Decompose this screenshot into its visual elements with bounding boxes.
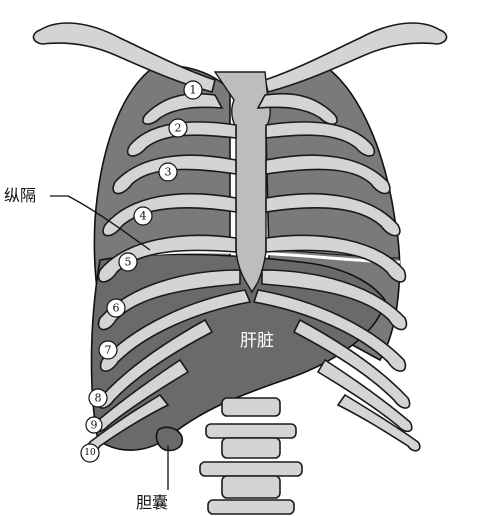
svg-text:4: 4: [140, 210, 147, 223]
gallbladder-shape: [156, 427, 182, 450]
label-gallbladder: 胆囊: [136, 493, 168, 512]
rib-number-3: 3: [159, 163, 177, 181]
svg-text:2: 2: [175, 122, 182, 135]
left-clavicle: [265, 23, 447, 92]
rib-number-4: 4: [134, 207, 152, 225]
svg-text:7: 7: [105, 344, 112, 357]
rib-number-9: 9: [86, 417, 102, 433]
svg-text:1: 1: [190, 84, 197, 97]
rib-number-2: 2: [169, 119, 187, 137]
rib-number-6: 6: [107, 299, 125, 317]
svg-text:5: 5: [125, 256, 132, 269]
rib-number-10: 10: [81, 444, 99, 462]
svg-text:10: 10: [84, 448, 96, 458]
rib-number-5: 5: [119, 253, 137, 271]
svg-text:9: 9: [91, 419, 98, 432]
rib-number-1: 1: [184, 81, 202, 99]
right-clavicle: [33, 23, 215, 92]
label-liver: 肝脏: [240, 331, 274, 351]
vertebrae: [200, 398, 302, 514]
label-mediastinum: 纵隔: [4, 186, 36, 205]
svg-text:6: 6: [113, 302, 120, 315]
rib-number-7: 7: [99, 341, 117, 359]
svg-text:3: 3: [165, 166, 172, 179]
svg-text:8: 8: [95, 392, 102, 405]
rib-number-8: 8: [89, 389, 107, 407]
